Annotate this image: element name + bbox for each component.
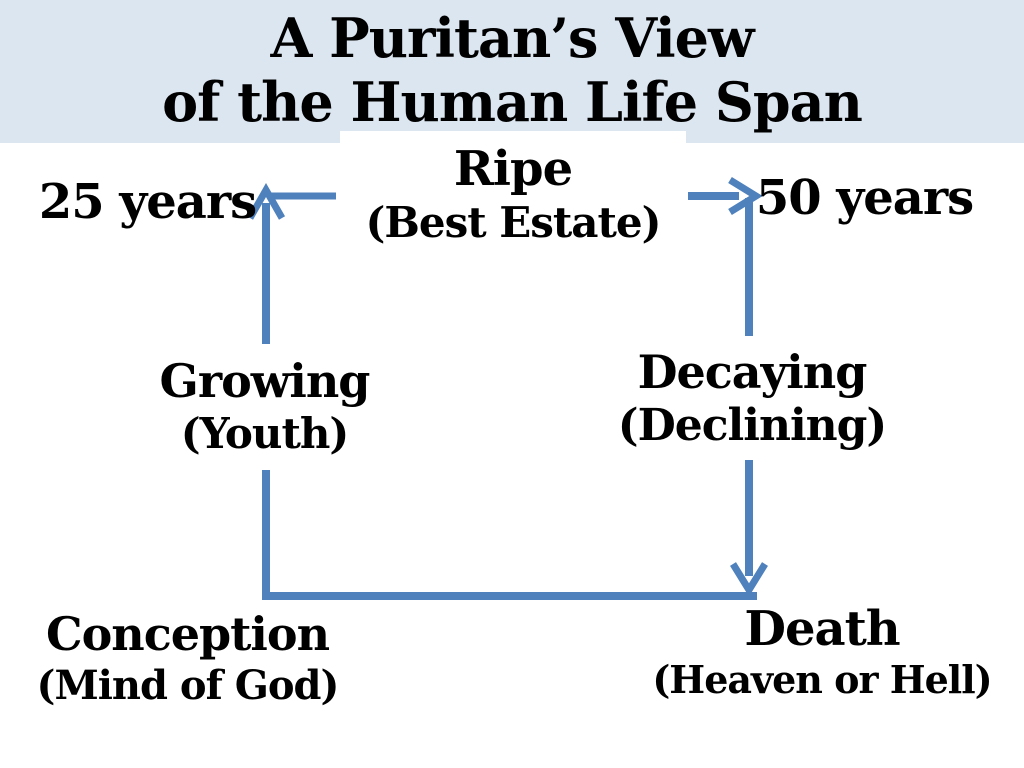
node-decaying: Decaying (Declining): [612, 336, 892, 460]
age-50-label: 50 years: [755, 170, 974, 226]
death-label: Death: [744, 601, 900, 657]
decaying-label: Decaying: [637, 345, 868, 399]
ripe-sublabel: (Best Estate): [365, 198, 661, 247]
ripe-label: Ripe: [453, 141, 573, 197]
node-conception: Conception (Mind of God): [15, 606, 360, 710]
node-25-years: 25 years: [30, 174, 265, 230]
growing-label: Growing: [159, 354, 371, 408]
conception-sublabel: (Mind of God): [36, 662, 340, 709]
title-banner: A Puritan’s View of the Human Life Span: [0, 0, 1024, 143]
up-arrowhead-icon: [246, 182, 286, 220]
right-arrowhead-icon: [728, 177, 763, 215]
slide-title-line-2: of the Human Life Span: [162, 70, 863, 134]
node-death: Death (Heaven or Hell): [633, 602, 1011, 704]
node-growing: Growing (Youth): [142, 344, 387, 470]
age-25-label: 25 years: [38, 174, 257, 230]
slide-title-line-1: A Puritan’s View: [270, 6, 754, 70]
down-arrowhead-icon: [730, 562, 768, 597]
growing-sublabel: (Youth): [180, 409, 350, 458]
conception-label: Conception: [45, 607, 330, 661]
node-50-years: 50 years: [752, 170, 977, 226]
death-sublabel: (Heaven or Hell): [652, 657, 992, 702]
decaying-sublabel: (Declining): [617, 400, 887, 451]
node-ripe: Ripe (Best Estate): [340, 131, 686, 249]
